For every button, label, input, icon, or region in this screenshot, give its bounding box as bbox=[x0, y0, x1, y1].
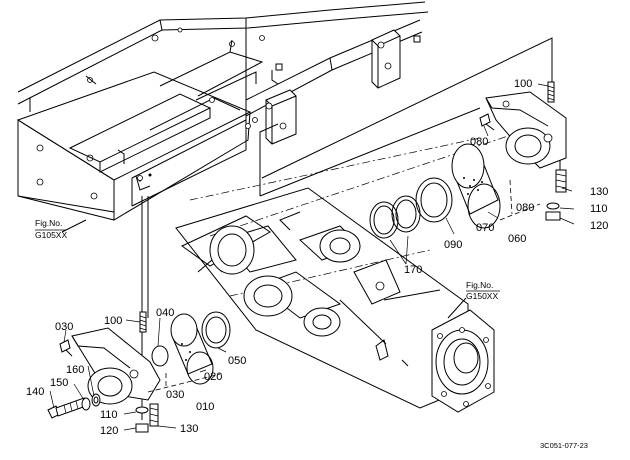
callout-030-top: 030 bbox=[55, 321, 73, 333]
callout-040: 040 bbox=[156, 307, 174, 319]
diagram-code: 3C051-077-23 bbox=[540, 441, 588, 450]
callout-120-right: 120 bbox=[590, 220, 608, 232]
callout-130-right: 130 bbox=[590, 186, 608, 198]
callout-120-left: 120 bbox=[100, 425, 118, 437]
main-frame bbox=[16, 1, 429, 221]
figure-reference-g150: Fig.No. G150XX bbox=[447, 280, 500, 319]
callout-numbers: 100 080 080 130 110 120 070 060 090 170 … bbox=[26, 78, 608, 437]
callout-110-left: 110 bbox=[100, 409, 118, 421]
axle-case bbox=[175, 187, 495, 413]
right-support-assembly bbox=[369, 81, 567, 239]
callout-110-right: 110 bbox=[590, 203, 608, 215]
fig-g150-label: Fig.No. bbox=[466, 280, 493, 290]
fig-g105-number: G105XX bbox=[35, 230, 67, 240]
callout-010: 010 bbox=[196, 401, 214, 413]
callout-150: 150 bbox=[50, 377, 68, 389]
callout-030-bottom: 030 bbox=[166, 389, 184, 401]
callout-070: 070 bbox=[476, 222, 494, 234]
left-support-assembly bbox=[47, 311, 231, 433]
figure-reference-g105: Fig.No. G105XX bbox=[35, 218, 87, 240]
callout-090: 090 bbox=[444, 239, 462, 251]
callout-130-left: 130 bbox=[180, 423, 198, 435]
callout-020: 020 bbox=[204, 371, 222, 383]
fig-g105-label: Fig.No. bbox=[35, 218, 62, 228]
callout-060: 060 bbox=[508, 233, 526, 245]
callout-080-right: 080 bbox=[516, 202, 534, 214]
callout-100-top: 100 bbox=[514, 78, 532, 90]
callout-leaders bbox=[49, 83, 575, 431]
callout-160: 160 bbox=[66, 364, 84, 376]
callout-140: 140 bbox=[26, 386, 44, 398]
callout-100-left: 100 bbox=[104, 315, 122, 327]
callout-080-left: 080 bbox=[470, 136, 488, 148]
fig-g150-number: G150XX bbox=[466, 291, 498, 301]
callout-170: 170 bbox=[404, 264, 422, 276]
callout-050: 050 bbox=[228, 355, 246, 367]
